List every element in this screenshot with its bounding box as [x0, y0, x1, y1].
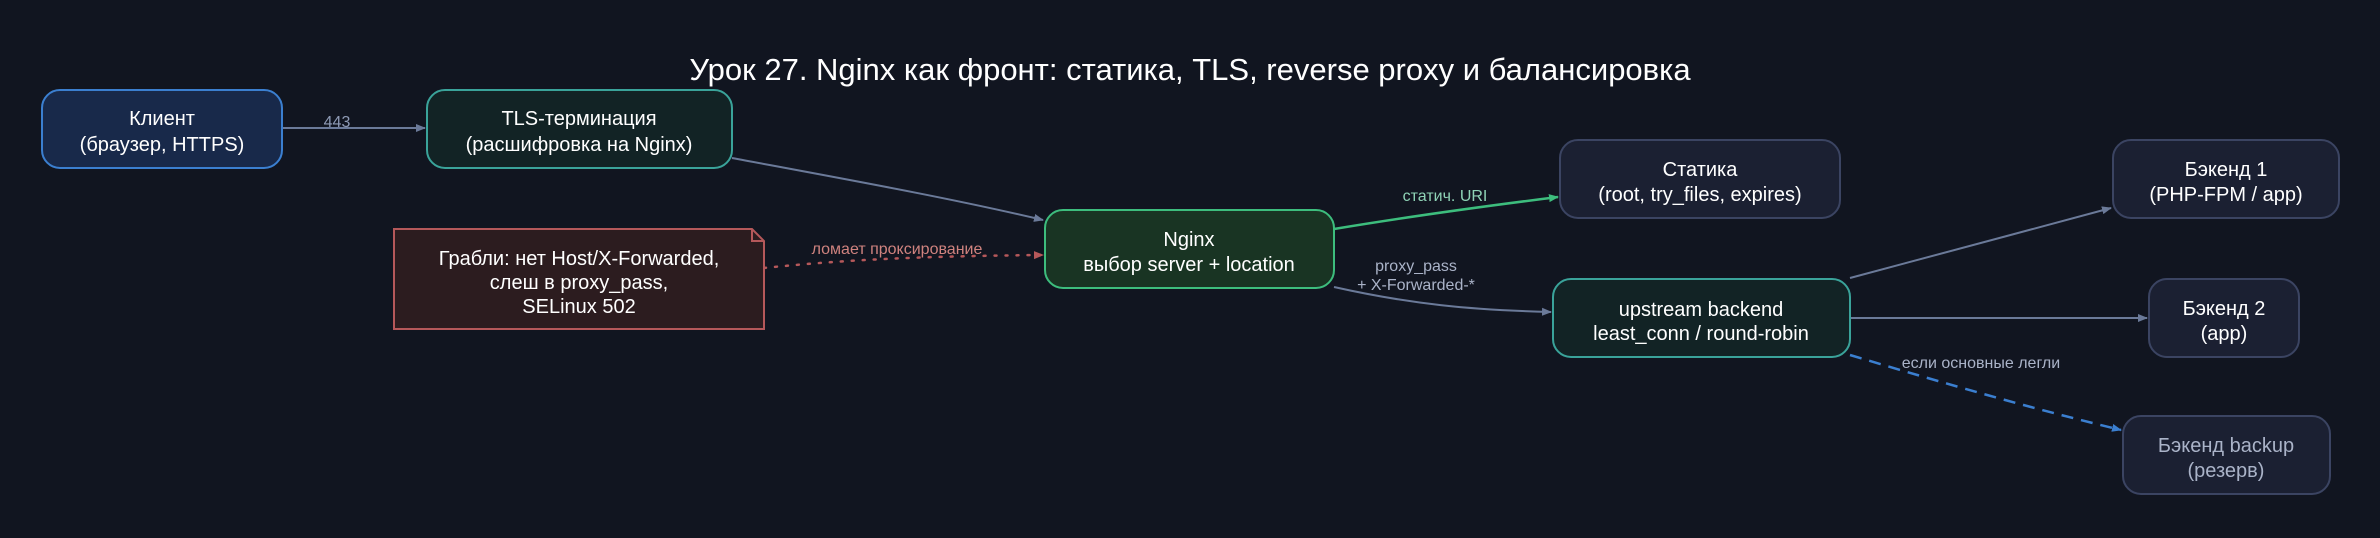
node-backup-label: Бэкенд backup — [2158, 435, 2294, 457]
node-pitfalls: Грабли: нет Host/X-Forwarded, слеш в pro… — [393, 228, 765, 330]
edge-label-x-forwarded: + X-Forwarded-* — [1357, 277, 1475, 294]
edge-label-proxy-pass: proxy_pass — [1375, 258, 1457, 275]
node-static-sublabel: (root, try_files, expires) — [1598, 184, 1801, 206]
node-backup-sublabel: (резерв) — [2188, 460, 2265, 482]
node-client: Клиент (браузер, HTTPS) — [41, 89, 283, 169]
edge-label-443: 443 — [324, 114, 351, 131]
node-backend2-label: Бэкенд 2 — [2183, 298, 2266, 320]
node-tls-sublabel: (расшифровка на Nginx) — [466, 134, 693, 156]
node-static-label: Статика — [1663, 159, 1739, 181]
edge-label-breaks-proxy: ломает проксирование — [812, 241, 983, 258]
node-backup: Бэкенд backup (резерв) — [2122, 415, 2331, 495]
edge-tls-nginx — [731, 157, 1044, 222]
node-backend1-label: Бэкенд 1 — [2185, 159, 2268, 181]
node-nginx-sublabel: выбор server + location — [1083, 254, 1295, 276]
node-backend1: Бэкенд 1 (PHP-FPM / app) — [2112, 139, 2340, 219]
edge-pitfalls-nginx: ломает проксирование — [762, 241, 1045, 270]
node-static: Статика (root, try_files, expires) — [1559, 139, 1841, 219]
node-tls: TLS-терминация (расшифровка на Nginx) — [426, 89, 733, 169]
node-backend1-sublabel: (PHP-FPM / app) — [2149, 184, 2302, 206]
edge-upstream-backend1 — [1849, 206, 2112, 279]
edge-nginx-static: статич. URI — [1333, 188, 1559, 231]
node-nginx: Nginx выбор server + location — [1044, 209, 1335, 289]
node-upstream-sublabel: least_conn / round-robin — [1593, 323, 1809, 345]
node-pitfalls-line1: Грабли: нет Host/X-Forwarded, — [439, 248, 720, 270]
node-tls-label: TLS-терминация — [501, 108, 656, 130]
node-upstream-label: upstream backend — [1619, 299, 1784, 321]
node-pitfalls-line3: SELinux 502 — [522, 296, 635, 318]
node-client-label: Клиент — [129, 108, 195, 130]
edge-nginx-upstream: proxy_pass + X-Forwarded-* — [1333, 258, 1552, 316]
edge-label-static-uri: статич. URI — [1403, 188, 1488, 205]
node-pitfalls-line2: слеш в proxy_pass, — [490, 272, 668, 294]
node-nginx-label: Nginx — [1163, 229, 1214, 251]
node-backend2-sublabel: (app) — [2201, 323, 2248, 345]
edge-upstream-backup: если основные легли — [1849, 353, 2122, 432]
node-upstream: upstream backend least_conn / round-robi… — [1552, 278, 1851, 358]
diagram-title: Урок 27. Nginx как фронт: статика, TLS, … — [689, 52, 1691, 87]
node-backend2: Бэкенд 2 (app) — [2148, 278, 2300, 358]
node-client-sublabel: (браузер, HTTPS) — [80, 134, 245, 156]
edge-label-fallback: если основные легли — [1902, 355, 2060, 372]
edge-client-tls: 443 — [282, 114, 426, 132]
